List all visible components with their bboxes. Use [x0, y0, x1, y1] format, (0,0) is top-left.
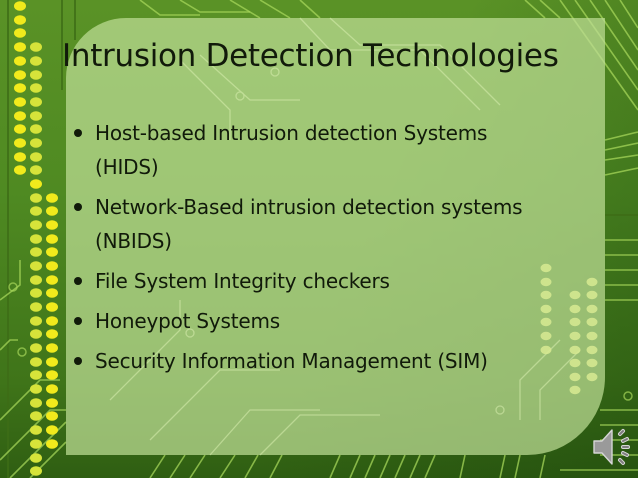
bullet-item-nbids: Network-Based intrusion detection system… [72, 190, 592, 258]
bullet-item-sim: Security Information Management (SIM) [72, 344, 592, 378]
bullet-dot-icon [74, 277, 82, 285]
bullet-text: Security Information Management (SIM) [95, 349, 488, 373]
bullet-list: Host-based Intrusion detection Systems (… [72, 116, 592, 384]
bullet-text-continued: (NBIDS) [95, 229, 172, 253]
bullet-item-honeypot: Honeypot Systems [72, 304, 592, 338]
bullet-text: Honeypot Systems [95, 309, 281, 333]
bullet-text: File System Integrity checkers [95, 269, 390, 293]
bullet-dot-icon [74, 129, 82, 137]
bullet-text: Network-Based intrusion detection system… [95, 195, 523, 219]
bullet-text-continued: (HIDS) [95, 155, 159, 179]
bullet-text: Host-based Intrusion detection Systems [95, 121, 488, 145]
bullet-dot-icon [74, 317, 82, 325]
bullet-dot-icon [74, 203, 82, 211]
speaker-icon[interactable] [592, 425, 632, 469]
bullet-item-hids: Host-based Intrusion detection Systems (… [72, 116, 592, 184]
bullet-item-integrity-checkers: File System Integrity checkers [72, 264, 592, 298]
bullet-dot-icon [74, 357, 82, 365]
slide-title: Intrusion Detection Technologies [62, 38, 559, 74]
